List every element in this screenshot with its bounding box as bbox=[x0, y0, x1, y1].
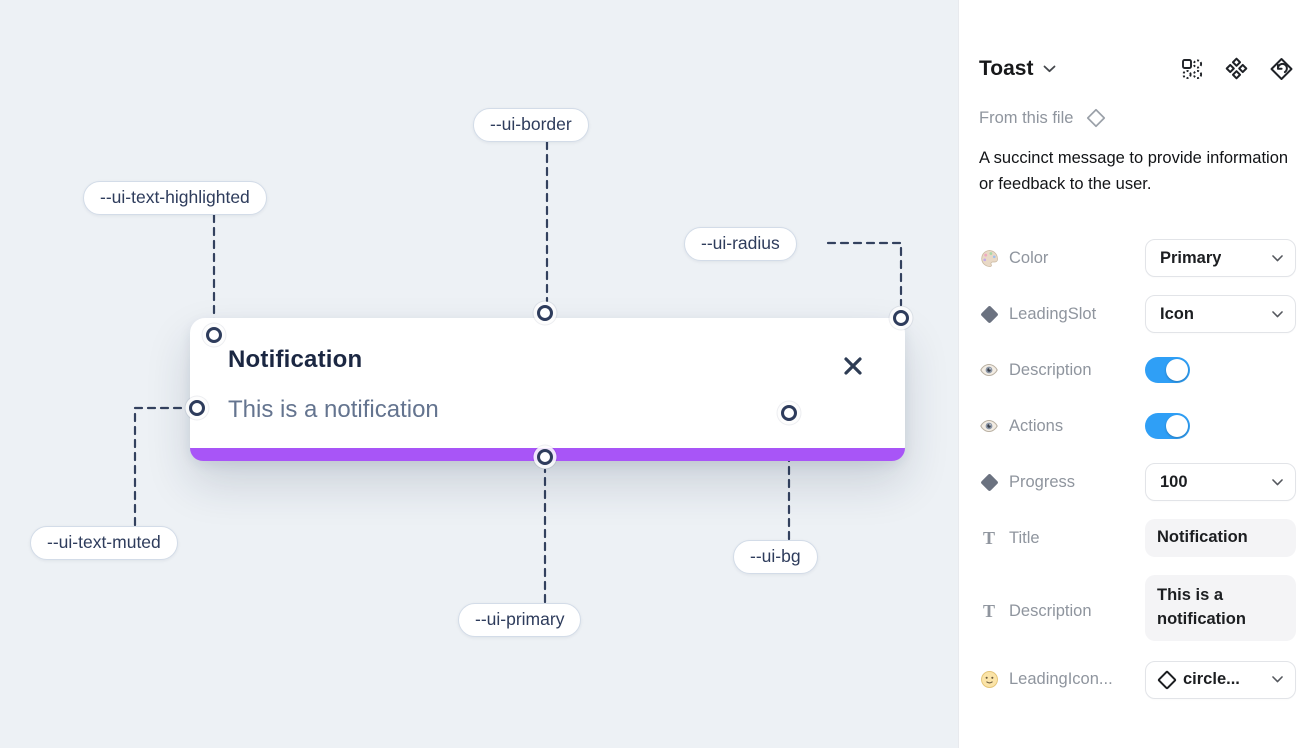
toast-description: This is a notification bbox=[228, 396, 439, 423]
text-icon: T bbox=[982, 527, 995, 548]
header-icons bbox=[1179, 56, 1294, 81]
prop-label-actions: Actions bbox=[1009, 416, 1064, 435]
chevron-down-icon bbox=[1272, 676, 1283, 683]
connector-dot-text-highlighted[interactable] bbox=[206, 327, 222, 343]
description-input[interactable]: This is a notification bbox=[1145, 575, 1296, 641]
prop-label-progress: Progress bbox=[1009, 472, 1076, 491]
connector-dot-bg[interactable] bbox=[781, 405, 797, 421]
prop-row-actions-toggle: Actions bbox=[979, 407, 1296, 445]
eye-icon bbox=[979, 416, 999, 436]
connector-dot-radius[interactable] bbox=[893, 310, 909, 326]
chevron-down-icon bbox=[1272, 478, 1283, 486]
source-label: From this file bbox=[979, 108, 1074, 127]
prop-label-description-text: Description bbox=[1009, 601, 1092, 620]
close-button[interactable] bbox=[839, 352, 867, 380]
progress-dropdown[interactable]: 100 bbox=[1145, 463, 1296, 502]
variants-grid-icon[interactable] bbox=[1179, 56, 1204, 81]
color-dropdown[interactable]: Primary bbox=[1145, 239, 1296, 278]
prop-row-color: Color Primary bbox=[979, 239, 1296, 278]
title-input[interactable]: Notification bbox=[1145, 519, 1296, 558]
prop-row-title: T Title Notification bbox=[979, 519, 1296, 558]
chevron-down-icon bbox=[1272, 254, 1283, 262]
label-ui-text-highlighted[interactable]: --ui-text-highlighted bbox=[83, 181, 267, 215]
page-title: Toast bbox=[979, 56, 1034, 80]
smiley-icon bbox=[979, 670, 999, 690]
prop-label-description: Description bbox=[1009, 360, 1092, 379]
prop-row-description-toggle: Description bbox=[979, 351, 1296, 389]
prop-label-leadingslot: LeadingSlot bbox=[1009, 304, 1097, 323]
connector-dot-primary[interactable] bbox=[537, 449, 553, 465]
diamond-outline-icon bbox=[1087, 108, 1106, 128]
component-diamonds-icon[interactable] bbox=[1224, 56, 1249, 81]
prop-row-leadingslot: LeadingSlot Icon bbox=[979, 295, 1296, 334]
x-icon bbox=[844, 357, 862, 375]
eye-icon bbox=[979, 360, 999, 380]
toast-component[interactable]: Notification This is a notification bbox=[190, 318, 905, 461]
reset-instance-icon[interactable] bbox=[1269, 56, 1294, 81]
description-toggle[interactable] bbox=[1145, 357, 1190, 384]
diamond-icon bbox=[979, 304, 999, 324]
prop-row-leadingicon: LeadingIcon... circle... bbox=[979, 660, 1296, 699]
label-ui-text-muted[interactable]: --ui-text-muted bbox=[30, 526, 178, 560]
chevron-down-icon bbox=[1044, 65, 1056, 72]
diamond-outline-icon bbox=[1157, 670, 1177, 690]
label-ui-radius[interactable]: --ui-radius bbox=[684, 227, 797, 261]
canvas[interactable]: Notification This is a notification --ui… bbox=[0, 0, 958, 748]
label-ui-primary[interactable]: --ui-primary bbox=[458, 603, 582, 637]
panel-header: Toast bbox=[979, 56, 1294, 81]
prop-row-progress: Progress 100 bbox=[979, 463, 1296, 502]
component-title-dropdown[interactable]: Toast bbox=[979, 57, 1056, 81]
source-row: From this file bbox=[979, 107, 1292, 129]
connector-dot-text-muted[interactable] bbox=[189, 400, 205, 416]
prop-label-title: Title bbox=[1009, 528, 1040, 547]
component-description: A succinct message to provide informatio… bbox=[979, 149, 1289, 194]
text-icon: T bbox=[982, 600, 995, 621]
label-ui-border[interactable]: --ui-border bbox=[473, 108, 589, 142]
palette-icon bbox=[979, 248, 999, 268]
leadingicon-dropdown[interactable]: circle... bbox=[1145, 660, 1296, 699]
property-list: Color Primary LeadingSlot Icon bbox=[979, 239, 1296, 699]
prop-label-color: Color bbox=[1009, 248, 1049, 267]
properties-panel: Toast bbox=[958, 0, 1312, 748]
label-ui-bg[interactable]: --ui-bg bbox=[733, 540, 818, 574]
actions-toggle[interactable] bbox=[1145, 413, 1190, 440]
leadingslot-dropdown[interactable]: Icon bbox=[1145, 295, 1296, 334]
prop-label-leadingicon: LeadingIcon... bbox=[1009, 670, 1113, 689]
chevron-down-icon bbox=[1272, 310, 1283, 318]
prop-row-description-text: T Description This is a notification bbox=[979, 575, 1296, 641]
toast-title: Notification bbox=[228, 346, 363, 373]
diamond-icon bbox=[979, 472, 999, 492]
connector-dot-border[interactable] bbox=[537, 305, 553, 321]
